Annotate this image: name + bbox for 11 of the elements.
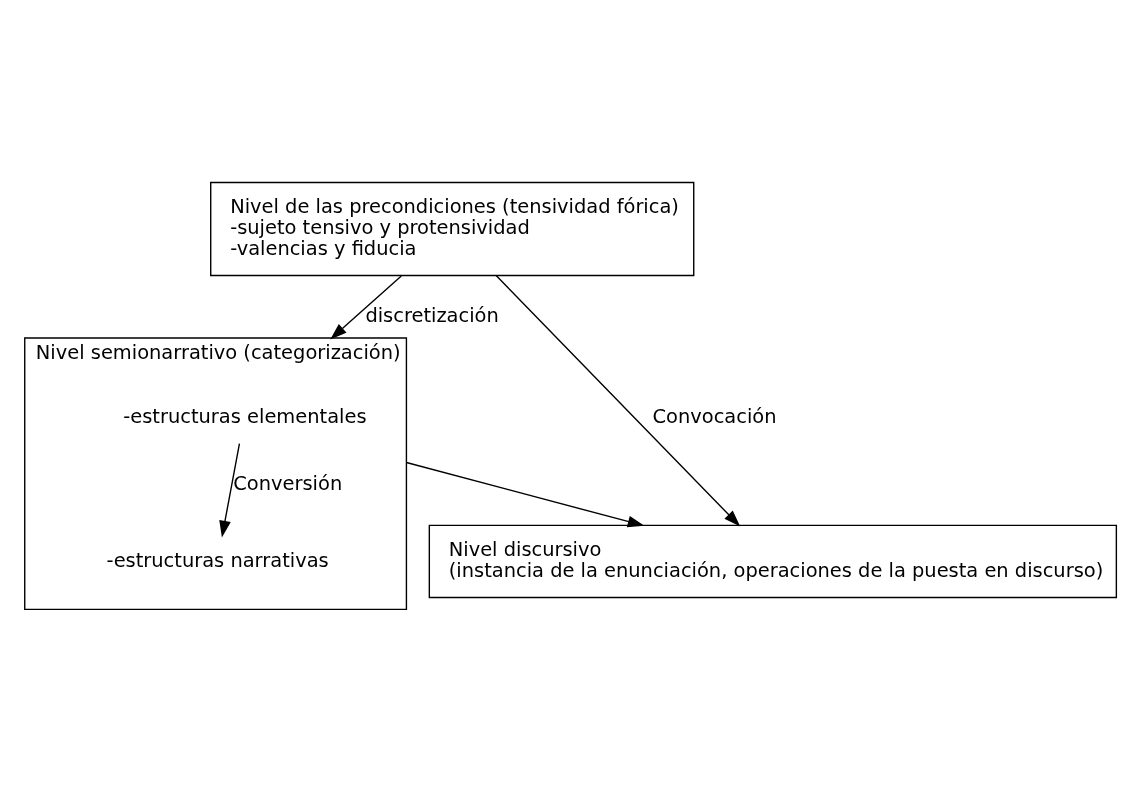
arrow — [495, 274, 741, 527]
edge-label: Convocación — [652, 404, 777, 428]
node-box: Nivel discursivo (instancia de la enunciación, operaciones de la puesta en discurso) — [428, 524, 1118, 599]
edge-label: discretización — [365, 303, 499, 327]
edge-label: Conversión — [233, 471, 343, 495]
node-text: -estructuras elementales — [123, 404, 367, 428]
arrow — [330, 275, 402, 340]
node-box: Nivel de las precondiciones (tensividad fórica) -sujeto tensivo y protensividad -valencias y fiducia — [210, 181, 695, 277]
node-text: -estructuras narrativas — [106, 548, 329, 572]
arrow — [405, 461, 645, 528]
arrow — [219, 443, 241, 538]
